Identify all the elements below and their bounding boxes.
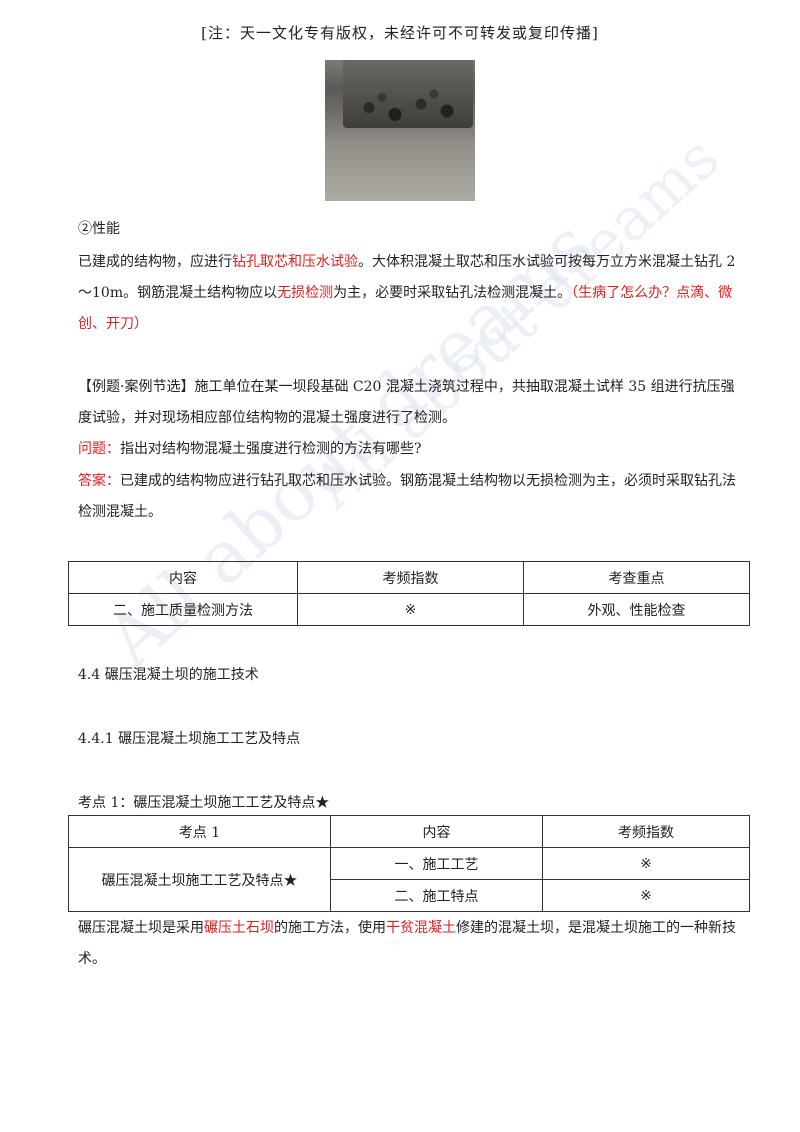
table-header-row: 内容 考频指数 考查重点 [68, 561, 750, 594]
header-cell: 内容 [68, 561, 298, 594]
table-cell: 一、施工工艺 [330, 847, 543, 880]
answer-label: 答案： [78, 473, 120, 489]
answer-text: 已建成的结构物应进行钻孔取芯和压水试验。钢筋混凝土结构物以无损检测为主，必须时采… [78, 473, 736, 520]
copyright-note: [注：天一文化专有版权，未经许可不可转发或复印传播] [201, 24, 599, 42]
frequency-table-1: 内容 考频指数 考查重点 二、施工质量检测方法 ※ 外观、性能检查 [68, 561, 750, 626]
table-cell: 二、施工质量检测方法 [68, 593, 298, 626]
highlight-core-drilling: 钻孔取芯和压水试验 [232, 254, 358, 270]
section-heading-4-4-1: 4.4.1 碾压混凝土坝施工工艺及特点 [78, 731, 301, 747]
highlight-analogy: （生病了怎么办？点滴、微创、开刀） [78, 285, 733, 332]
text-run: 的施工方法，使用 [274, 920, 386, 936]
text-run: 碾压混凝土坝是采用 [78, 920, 204, 936]
frequency-table-2: 考点 1 内容 考频指数 碾压混凝土坝施工工艺及特点★ 一、施工工艺 ※ 二、施… [68, 815, 750, 912]
table-row: 碾压混凝土坝施工工艺及特点★ 一、施工工艺 ※ [68, 847, 750, 912]
text-run: 已建成的结构物，应进行 [78, 254, 232, 270]
header-cell: 内容 [330, 815, 543, 848]
text-run: 为主，必要时采取钻孔法检测混凝土。 [333, 285, 572, 301]
table-cell: ※ [542, 879, 750, 912]
performance-paragraph: 已建成的结构物，应进行钻孔取芯和压水试验。大体积混凝土取芯和压水试验可按每万立方… [78, 247, 738, 340]
kaodian-title: 考点 1：碾压混凝土坝施工工艺及特点★ [78, 795, 330, 811]
table-cell: 二、施工特点 [330, 879, 543, 912]
answer-paragraph: 答案：已建成的结构物应进行钻孔取芯和压水试验。钢筋混凝土结构物以无损检测为主，必… [78, 466, 738, 528]
table-row: 二、施工质量检测方法 ※ 外观、性能检查 [68, 593, 750, 626]
highlight-material: 干贫混凝土 [386, 920, 456, 936]
question-label: 问题： [78, 441, 120, 457]
table-row: 二、施工特点 ※ [69, 879, 750, 912]
table-cell: ※ [297, 593, 524, 626]
text-run: 。大体积混凝土取芯和压水试验可按每万立方米混凝土钻孔 2～10m。钢筋混凝土结构… [78, 254, 736, 301]
highlight-method: 碾压土石坝 [204, 920, 274, 936]
table-header-row: 考点 1 内容 考频指数 [68, 815, 750, 848]
header-cell: 考频指数 [297, 561, 524, 594]
rcc-dam-paragraph: 碾压混凝土坝是采用碾压土石坝的施工方法，使用干贫混凝土修建的混凝土坝，是混凝土坝… [78, 913, 738, 975]
photo-concrete-block [343, 60, 473, 128]
header-cell: 考查重点 [523, 561, 750, 594]
header-cell: 考频指数 [542, 815, 750, 848]
question-text: 指出对结构物混凝土强度进行检测的方法有哪些? [120, 441, 422, 457]
example-paragraph: 【例题·案例节选】施工单位在某一坝段基础 C20 混凝土浇筑过程中，共抽取混凝土… [78, 379, 735, 426]
question-line: 问题：指出对结构物混凝土强度进行检测的方法有哪些? [78, 438, 422, 458]
text-run: 修建的混凝土坝，是混凝土坝施工的一种新技术。 [78, 920, 736, 967]
section-heading-4-4: 4.4 碾压混凝土坝的施工技术 [78, 667, 259, 683]
concrete-photo [325, 60, 475, 201]
table-cell: 外观、性能检查 [523, 593, 750, 626]
highlight-nondestructive: 无损检测 [277, 285, 334, 301]
header-cell: 考点 1 [68, 815, 331, 848]
photo-floor [325, 138, 475, 201]
topic-cell: 碾压混凝土坝施工工艺及特点★ [68, 847, 331, 912]
table-cell: ※ [542, 847, 750, 880]
performance-heading: ②性能 [78, 221, 120, 237]
